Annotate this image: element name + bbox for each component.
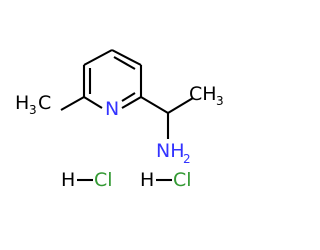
hcl-1-h: H	[61, 169, 75, 191]
bond-n-c6	[83, 96, 103, 109]
methyl-right-ch: CH	[189, 83, 217, 105]
hcl-1-cl: Cl	[94, 169, 113, 191]
ring-nitrogen: N	[105, 98, 119, 120]
chemical-structure: H 3 C N CH 3 NH 2 H Cl H Cl	[15, 49, 224, 191]
hcl-2-h: H	[140, 169, 154, 191]
hcl-2-cl: Cl	[173, 169, 192, 191]
bond-c5-c4	[111, 49, 142, 66]
bond-c6-c5	[83, 49, 113, 66]
hcl-salt-1: H Cl	[61, 169, 113, 191]
hcl-salt-2: H Cl	[140, 169, 192, 191]
bond-c3-n	[121, 96, 142, 109]
pyridine-ring	[82, 49, 143, 109]
methyl-right-count: 3	[216, 94, 224, 108]
methyl-left-c: C	[38, 92, 51, 114]
double-bond-inner-top	[113, 56, 136, 70]
double-bond-inner-bottom	[121, 92, 136, 102]
methyl-left-count: 3	[29, 103, 37, 117]
bond-ring-methyl	[60, 96, 85, 111]
amine-count: 2	[183, 152, 191, 166]
amine-nh: NH	[156, 140, 185, 162]
bond-chiral-methyl	[167, 97, 194, 114]
methyl-left-h: H	[15, 92, 29, 114]
bond-ring-chiral	[140, 96, 169, 114]
